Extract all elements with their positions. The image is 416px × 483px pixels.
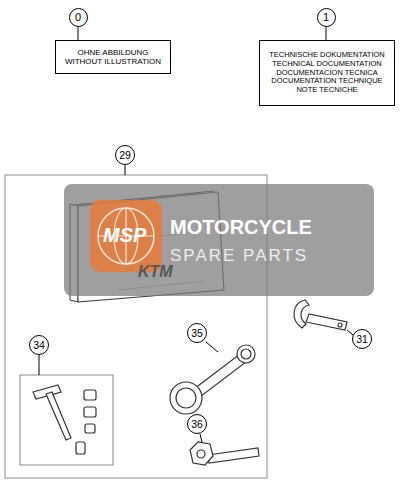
callout-number: 36 — [187, 414, 207, 434]
watermark — [64, 184, 374, 296]
watermark-text: SPARE PARTS — [170, 246, 308, 266]
callout-number: 29 — [115, 145, 135, 165]
text-box: TECHNISCHE DOKUMENTATION TECHNICAL DOCUM… — [259, 40, 395, 106]
callout-number: 31 — [352, 329, 372, 349]
callout-label: 31 — [356, 333, 368, 345]
watermark-logo: MSP — [103, 224, 146, 247]
t-handle-wrench — [33, 385, 96, 454]
leader-line — [200, 434, 202, 442]
socket-spanner — [190, 442, 259, 465]
leader-line — [206, 342, 218, 352]
ring-wrench — [170, 345, 255, 414]
callout-label: 36 — [191, 418, 203, 430]
watermark-text: MOTORCYCLE — [170, 216, 312, 239]
box-text: OHNE ABBILDUNG WITHOUT ILLUSTRATION — [61, 48, 165, 66]
callout-number: 34 — [29, 335, 49, 355]
callout-label: 1 — [323, 11, 329, 24]
leader-line — [326, 27, 327, 41]
callout-label: 34 — [33, 339, 45, 351]
callout-label: 0 — [75, 11, 81, 24]
callout-label: 29 — [119, 149, 131, 161]
callout-number: 1 — [317, 8, 336, 27]
logo-lettering: KTM — [138, 263, 173, 281]
box-text: TECHNISCHE DOKUMENTATION TECHNICAL DOCUM… — [265, 51, 389, 94]
hook-wrench — [294, 300, 347, 330]
leader-line — [125, 165, 126, 175]
text-box: OHNE ABBILDUNG WITHOUT ILLUSTRATION — [55, 40, 171, 74]
callout-number: 35 — [187, 323, 207, 343]
leader-line — [78, 27, 79, 41]
tool-frame — [20, 375, 113, 465]
leader-line — [39, 355, 40, 375]
callout-number: 0 — [69, 8, 88, 27]
callout-label: 35 — [191, 327, 203, 339]
